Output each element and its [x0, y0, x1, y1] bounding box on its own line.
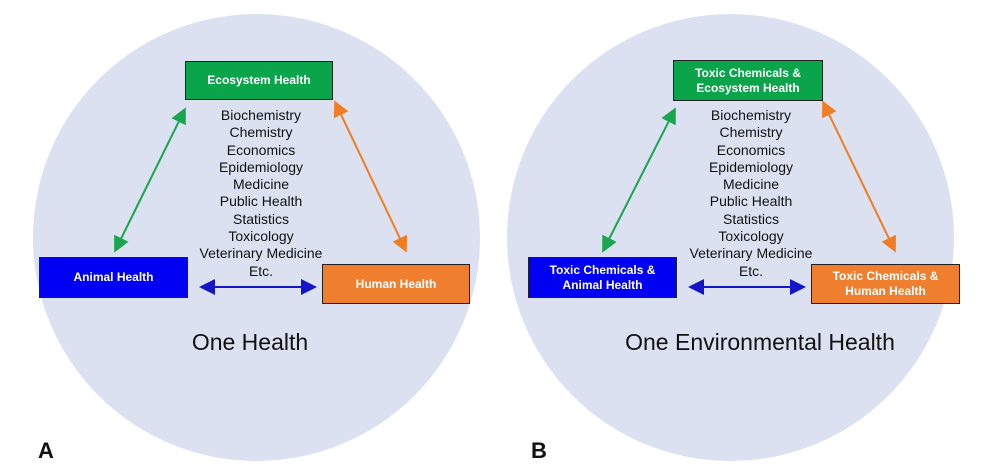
discipline-item: Biochemistry [710, 107, 792, 123]
panel-letter-a: A [38, 438, 54, 463]
arrow-ecosystem-human [822, 100, 896, 253]
discipline-item: Veterinary Medicine [689, 245, 813, 262]
discipline-item: Etc. [248, 262, 274, 279]
discipline-item: Toxicology [228, 228, 294, 245]
discipline-item: Chemistry [719, 124, 783, 141]
ecosystem-health-box: Ecosystem Health [185, 61, 333, 100]
panel-b: Toxic Chemicals & Ecosystem Health Toxic… [500, 0, 1000, 474]
discipline-item: Statistics [232, 210, 289, 227]
human-health-box: Human Health [322, 264, 470, 304]
arrows-b [602, 100, 896, 295]
toxic-ecosystem-health-box: Toxic Chemicals & Ecosystem Health [673, 60, 823, 101]
discipline-item: Economics [716, 141, 786, 158]
discipline-item: Toxicology [718, 228, 784, 245]
discipline-item: Public Health [709, 193, 793, 210]
toxic-human-health-box: Toxic Chemicals & Human Health [811, 264, 960, 304]
discipline-item: Economics [226, 141, 296, 158]
disciplines-list: Biochemistry Chemistry Economics Epidemi… [680, 107, 822, 280]
disciplines-list: Biochemistry Chemistry Economics Epidemi… [190, 107, 332, 280]
discipline-item: Epidemiology [708, 158, 794, 175]
arrows-a [114, 100, 408, 295]
discipline-item: Etc. [738, 262, 764, 279]
discipline-item: Chemistry [229, 124, 293, 141]
panel-a: Ecosystem Health Animal Health Human Hea… [33, 14, 480, 463]
caption-one-environmental-health: One Environmental Health [625, 329, 895, 355]
discipline-item: Epidemiology [218, 158, 304, 175]
panel-letter-b: B [531, 438, 547, 463]
arrow-ecosystem-human [333, 100, 408, 253]
discipline-item: Veterinary Medicine [199, 245, 323, 262]
caption-one-health: One Health [191, 329, 309, 355]
discipline-item: Statistics [722, 210, 779, 227]
animal-health-box: Animal Health [39, 257, 188, 298]
discipline-item: Medicine [232, 176, 290, 193]
arrow-ecosystem-animal [114, 107, 186, 253]
discipline-item: Medicine [722, 176, 780, 193]
discipline-item: Public Health [219, 193, 303, 210]
arrow-ecosystem-animal [602, 107, 676, 253]
toxic-animal-health-box: Toxic Chemicals & Animal Health [528, 257, 677, 298]
discipline-item: Biochemistry [220, 107, 302, 123]
